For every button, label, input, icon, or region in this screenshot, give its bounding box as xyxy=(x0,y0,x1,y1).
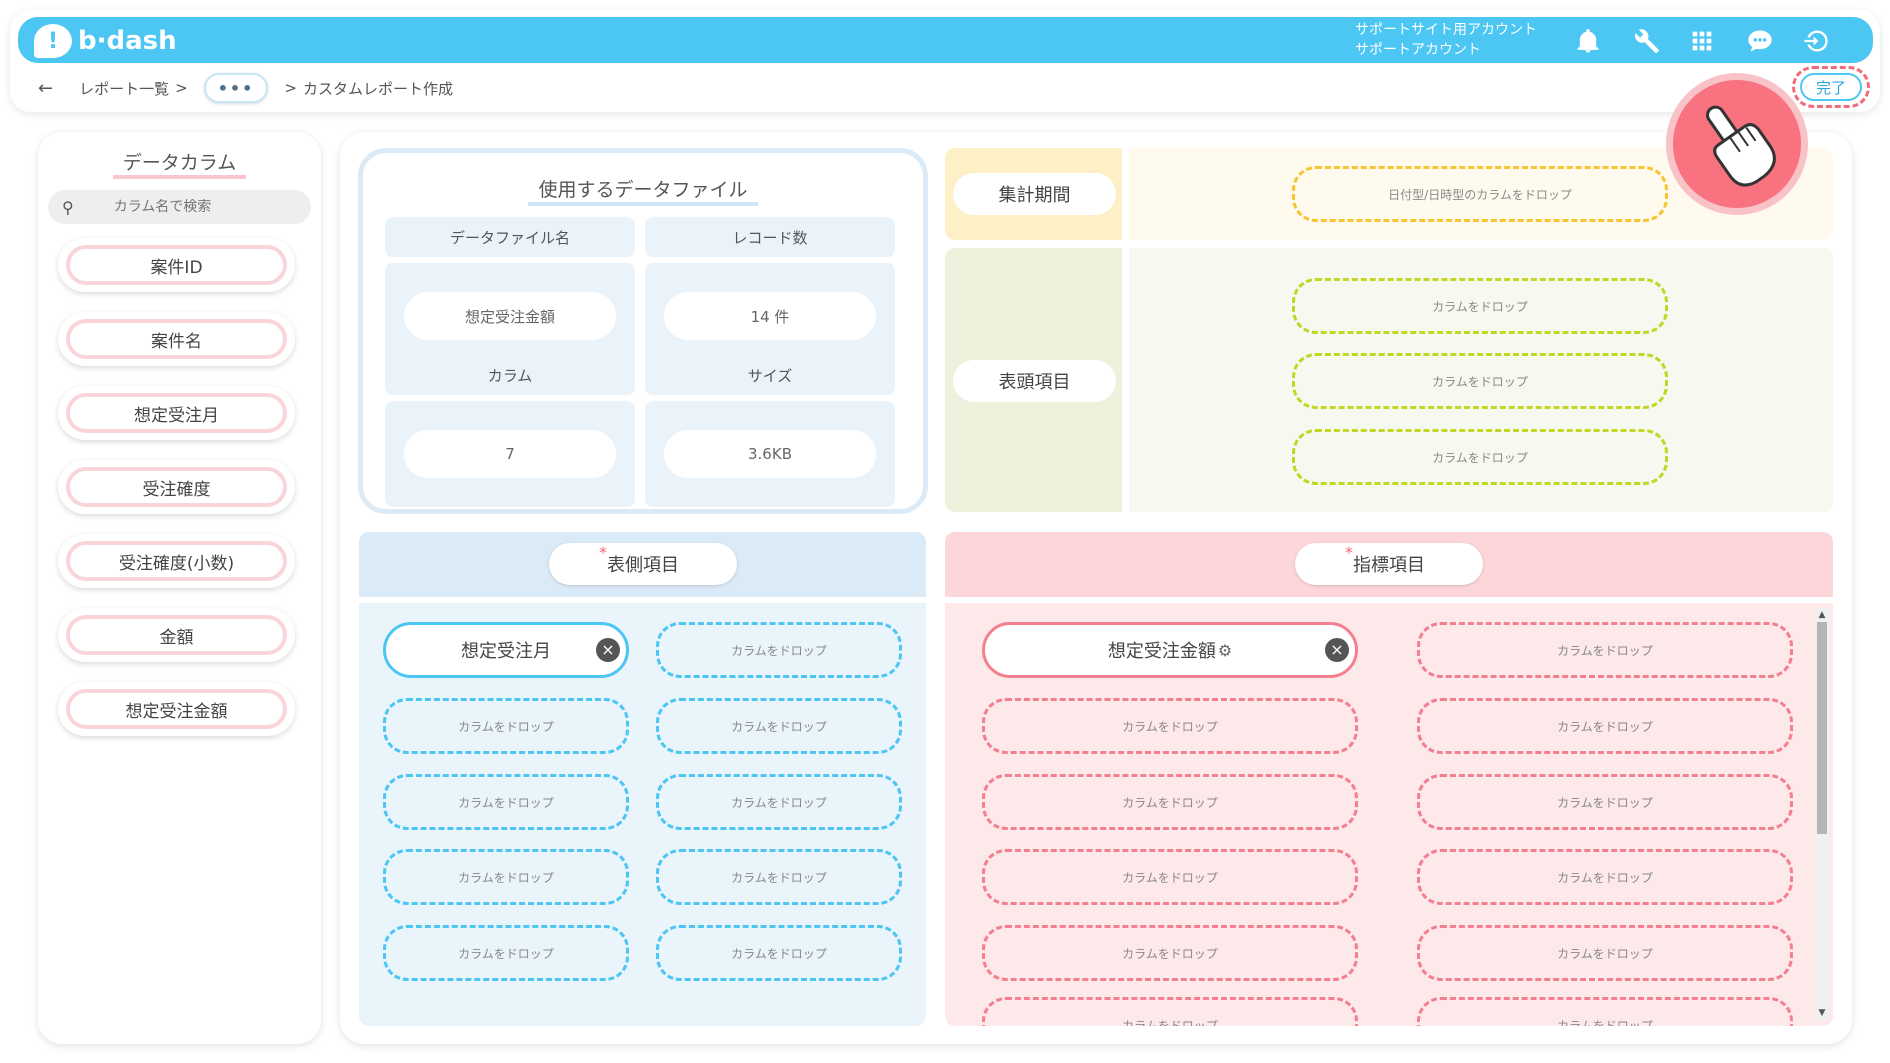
breadcrumb-more-button[interactable]: ••• xyxy=(203,73,269,103)
data-column-panel: データカラム ⚲ 案件ID 案件名 想定受注月 受注確度 受注確度(小数) 金額… xyxy=(38,132,321,1044)
scroll-down-icon[interactable]: ▼ xyxy=(1818,1008,1826,1018)
account-info: サポートサイト用アカウント サポートアカウント xyxy=(1355,20,1537,60)
row-items-label: 表側項目 xyxy=(549,543,737,585)
header-drop-zone[interactable]: カラムをドロップ xyxy=(1292,278,1668,334)
breadcrumb: ← レポート一覧 > ••• > カスタムレポート作成 xyxy=(38,73,453,103)
gear-icon[interactable]: ⚙ xyxy=(1217,640,1233,660)
grid-icon[interactable] xyxy=(1686,26,1718,56)
breadcrumb-separator: > xyxy=(284,79,297,97)
account-role: サポートアカウント xyxy=(1355,42,1481,58)
size-value: 3.6KB xyxy=(664,430,876,478)
account-name: サポートサイト用アカウント xyxy=(1355,22,1537,38)
column-search: ⚲ xyxy=(48,190,311,224)
header-drop-zone[interactable]: カラムをドロップ xyxy=(1292,353,1668,409)
row-item-name: 想定受注月 xyxy=(461,641,551,662)
metric-drop-zone[interactable]: カラムをドロップ xyxy=(982,925,1358,981)
period-drop-zone[interactable]: 日付型/日時型のカラムをドロップ xyxy=(1292,166,1668,222)
header-drop-zone[interactable]: カラムをドロップ xyxy=(1292,429,1668,485)
metric-drop-zone[interactable]: カラムをドロップ xyxy=(1417,774,1793,830)
data-file-title: 使用するデータファイル xyxy=(363,175,923,206)
metric-drop-zone[interactable]: カラムをドロップ xyxy=(1417,925,1793,981)
file-name-value: 想定受注金額 xyxy=(404,292,616,340)
row-drop-zone[interactable]: カラムをドロップ xyxy=(383,925,629,981)
metric-drop-zone[interactable]: カラムをドロップ xyxy=(1417,997,1793,1026)
row-drop-zone[interactable]: カラムをドロップ xyxy=(656,698,902,754)
pointing-hand-icon xyxy=(1666,73,1808,215)
record-count-value: 14 件 xyxy=(664,292,876,340)
hand-svg xyxy=(1706,105,1776,187)
column-count-cell: カラム xyxy=(385,355,635,395)
metric-drop-zone[interactable]: カラムをドロップ xyxy=(1417,849,1793,905)
header-bar xyxy=(18,17,1873,63)
chat-icon[interactable] xyxy=(1744,26,1776,56)
column-count-label: カラム xyxy=(487,366,533,385)
back-arrow-icon[interactable]: ← xyxy=(38,77,54,99)
row-drop-zone[interactable]: カラムをドロップ xyxy=(656,849,902,905)
done-highlight: 完了 xyxy=(1792,66,1870,108)
metric-drop-zone[interactable]: カラムをドロップ xyxy=(1417,698,1793,754)
logo-text: b·dash xyxy=(78,26,177,56)
column-count-value: 7 xyxy=(404,430,616,478)
breadcrumb-current: カスタムレポート作成 xyxy=(302,79,453,98)
logout-icon[interactable] xyxy=(1800,26,1832,56)
row-drop-zone[interactable]: カラムをドロップ xyxy=(656,925,902,981)
column-count-value-cell: 7 xyxy=(385,401,635,507)
remove-icon[interactable]: × xyxy=(596,638,620,662)
data-file-card: 使用するデータファイル データファイル名 想定受注金額 レコード数 14 件 カ… xyxy=(358,148,928,514)
row-drop-zone[interactable]: カラムをドロップ xyxy=(383,849,629,905)
record-count-value-cell: 14 件 xyxy=(645,263,895,369)
metric-drop-zone[interactable]: カラムをドロップ xyxy=(982,698,1358,754)
app-logo[interactable]: ! b·dash xyxy=(34,24,177,58)
file-name-value-cell: 想定受注金額 xyxy=(385,263,635,369)
record-count-label: レコード数 xyxy=(732,228,808,247)
column-item[interactable]: 受注確度 xyxy=(58,460,295,514)
wrench-icon[interactable] xyxy=(1630,26,1662,56)
row-drop-zone[interactable]: カラムをドロップ xyxy=(383,698,629,754)
row-drop-zone[interactable]: カラムをドロップ xyxy=(656,774,902,830)
done-button[interactable]: 完了 xyxy=(1800,73,1862,101)
file-name-cell: データファイル名 xyxy=(385,217,635,257)
bell-icon[interactable] xyxy=(1572,26,1604,56)
metric-item-filled[interactable]: 想定受注金額 ⚙ × xyxy=(982,622,1358,678)
period-label: 集計期間 xyxy=(953,173,1116,215)
data-column-title: データカラム xyxy=(38,148,321,179)
column-item[interactable]: 案件ID xyxy=(58,238,295,292)
metric-drop-zone[interactable]: カラムをドロップ xyxy=(982,849,1358,905)
column-item[interactable]: 金額 xyxy=(58,608,295,662)
metric-items-label: 指標項目 xyxy=(1295,543,1483,585)
search-icon: ⚲ xyxy=(62,197,74,217)
row-item-filled[interactable]: 想定受注月 × xyxy=(383,622,629,678)
logo-mark-icon: ! xyxy=(34,24,72,58)
metric-item-name: 想定受注金額 xyxy=(1107,641,1216,662)
header-items-label: 表頭項目 xyxy=(953,360,1116,402)
column-search-input[interactable] xyxy=(113,199,311,215)
metric-drop-zone[interactable]: カラムをドロップ xyxy=(982,774,1358,830)
file-name-label: データファイル名 xyxy=(449,228,570,247)
row-drop-zone[interactable]: カラムをドロップ xyxy=(383,774,629,830)
column-item[interactable]: 案件名 xyxy=(58,312,295,366)
size-cell: サイズ xyxy=(645,355,895,395)
remove-icon[interactable]: × xyxy=(1325,638,1349,662)
column-item[interactable]: 想定受注金額 xyxy=(58,682,295,736)
breadcrumb-separator: > xyxy=(175,79,188,97)
size-value-cell: 3.6KB xyxy=(645,401,895,507)
record-count-cell: レコード数 xyxy=(645,217,895,257)
row-drop-zone[interactable]: カラムをドロップ xyxy=(656,622,902,678)
metric-drop-zone[interactable]: カラムをドロップ xyxy=(982,997,1358,1026)
column-item[interactable]: 想定受注月 xyxy=(58,386,295,440)
breadcrumb-report-list[interactable]: レポート一覧 xyxy=(79,79,170,98)
metric-scrollbar-thumb[interactable] xyxy=(1817,622,1827,834)
metric-drop-zone[interactable]: カラムをドロップ xyxy=(1417,622,1793,678)
size-label: サイズ xyxy=(747,366,793,385)
scroll-up-icon[interactable]: ▲ xyxy=(1818,610,1826,620)
column-item[interactable]: 受注確度(小数) xyxy=(58,534,295,588)
